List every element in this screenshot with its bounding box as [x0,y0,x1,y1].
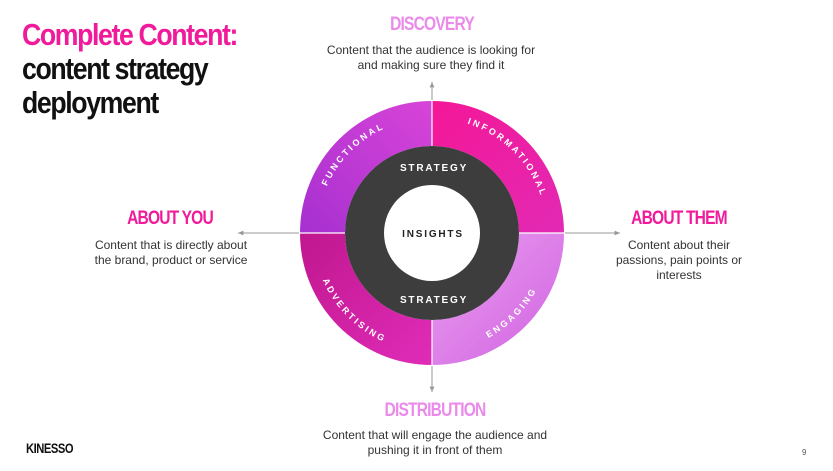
about-them-heading: ABOUT THEM [631,208,727,229]
label-strategy-bottom: STRATEGY [400,295,468,306]
title-line-2: content strategy [22,51,209,86]
label-insights: INSIGHTS [402,229,464,240]
discovery-description: Content that the audience is looking for… [326,43,536,72]
page-title: Complete Content: content strategy deplo… [22,18,246,120]
segment-functional [300,101,432,233]
title-line-1: Complete Content: [22,17,238,52]
about-them-description: Content about their passions, pain point… [615,238,743,282]
kinesso-logo: KINESSO [26,440,74,456]
segment-engaging [432,233,564,365]
segment-advertising [300,233,432,365]
about-you-description: Content that is directly about the brand… [94,238,248,267]
distribution-heading: DISTRIBUTION [384,400,487,421]
label-strategy-top: STRATEGY [400,163,468,174]
title-line-3: deployment [22,85,159,120]
distribution-description: Content that will engage the audience an… [322,428,548,457]
segment-informational [432,101,564,233]
discovery-heading: DISCOVERY [390,14,475,35]
page-number: 9 [802,448,807,457]
insights-core [384,185,480,281]
about-you-heading: ABOUT YOU [127,208,214,229]
